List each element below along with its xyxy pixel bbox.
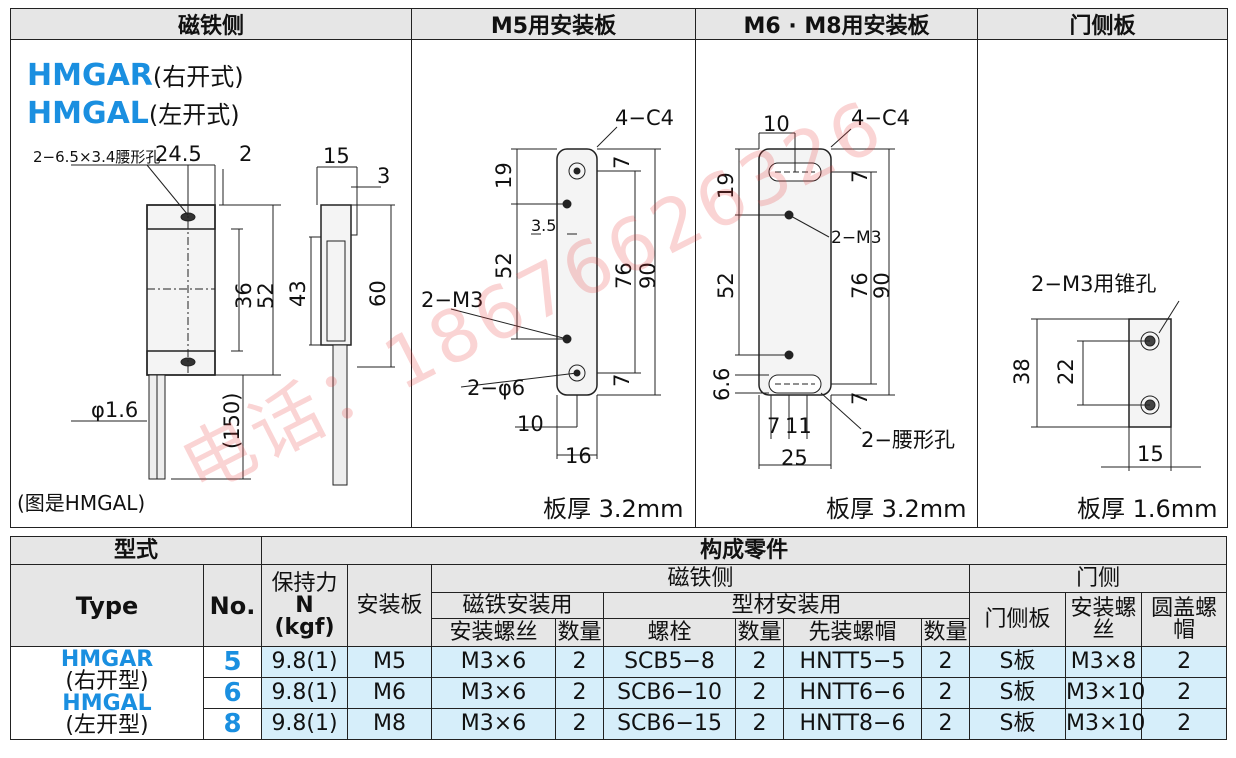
type-cell: HMGAR (右开型) HMGAL (左开型) <box>10 646 204 740</box>
dim-60: 60 <box>366 280 390 307</box>
dim-slot: 2−6.5×3.4腰形孔 <box>33 148 160 166</box>
th-plate: 安装板 <box>347 564 433 647</box>
door-dim-22: 22 <box>1054 358 1078 385</box>
th-magnet-mount: 磁铁安装用 <box>431 592 605 619</box>
m5-thickness: 板厚 3.2mm <box>543 495 684 523</box>
m6-dim-6-6: 6.6 <box>710 368 734 401</box>
th-components: 构成零件 <box>261 536 1228 565</box>
th-cap-nut: 圆盖螺帽 <box>1141 592 1228 647</box>
dim-phi1-6: φ1.6 <box>91 398 138 422</box>
divider <box>977 9 978 527</box>
magnet-caption: (图是HMGAL) <box>17 491 146 515</box>
m6-dim-11: 11 <box>785 414 812 438</box>
th-nut: 先装螺帽 <box>783 618 923 647</box>
m5-plate <box>556 148 598 396</box>
door-m3: 2−M3用锥孔 <box>1031 272 1156 296</box>
divider <box>411 9 412 527</box>
m6-dim-7a: 7 <box>848 170 872 183</box>
dim-3: 3 <box>377 164 390 188</box>
th-qty: 数量 <box>735 618 785 647</box>
m5-dim-10: 10 <box>517 412 544 436</box>
m6-dim-7c: 7 <box>767 414 780 438</box>
m6-dim-90: 90 <box>870 272 894 299</box>
m6-dim-19: 19 <box>714 172 738 199</box>
th-profile-mount: 型材安装用 <box>603 592 971 619</box>
header-m5-plate: M5用安装板 <box>412 9 695 40</box>
m6-plate <box>758 148 832 396</box>
m6-slot: 2−腰形孔 <box>861 428 955 452</box>
door-thickness: 板厚 1.6mm <box>1077 495 1218 523</box>
m6-dim-76: 76 <box>848 272 872 299</box>
cable <box>332 344 348 486</box>
door-dim-38: 38 <box>1010 358 1034 385</box>
m5-dim-7a: 7 <box>610 156 634 169</box>
hole-phi6 <box>568 162 586 180</box>
th-magnet-side: 磁铁侧 <box>431 564 971 593</box>
m5-dim-52: 52 <box>492 252 516 279</box>
th-door-side: 门侧 <box>969 564 1228 593</box>
m5-dim-19: 19 <box>492 162 516 189</box>
m6-thickness: 板厚 3.2mm <box>826 495 967 523</box>
model-left: HMGAL(左开式) <box>27 96 240 131</box>
dim-52: 52 <box>254 282 278 309</box>
th-type-cn: 型式 <box>9 536 263 565</box>
m5-phi6: 2−φ6 <box>467 376 525 400</box>
m6-dim-25: 25 <box>781 446 808 470</box>
m6-m3: 2−M3 <box>831 228 882 248</box>
dim-24-5: 24.5 <box>155 142 202 166</box>
m6-dim-52: 52 <box>714 272 738 299</box>
m6-dim-10: 10 <box>763 112 790 136</box>
dim-2: 2 <box>239 142 252 166</box>
divider <box>695 9 696 527</box>
th-screw: 安装螺丝 <box>431 618 557 647</box>
th-mount-screw: 安装螺丝 <box>1065 592 1143 647</box>
th-type: Type <box>10 564 204 647</box>
magnet-body <box>146 204 216 376</box>
th-bolt: 螺栓 <box>603 618 737 647</box>
technical-drawing: 2−6.5×3.4腰形孔 24.5 2 36 52 φ1.6 (150) 15 … <box>33 106 1201 486</box>
m5-dim-16: 16 <box>565 444 592 468</box>
drawing-panel: 磁铁侧 M5用安装板 M6 · M8用安装板 门侧板 HMGAR(右开式) HM… <box>10 8 1228 528</box>
header-m6m8-plate: M6 · M8用安装板 <box>696 9 977 40</box>
m5-c4: 4−C4 <box>615 106 674 130</box>
th-qty: 数量 <box>921 618 971 647</box>
dim-36: 36 <box>232 282 256 309</box>
dim-15: 15 <box>323 144 350 168</box>
door-dim-15: 15 <box>1137 442 1164 466</box>
header-door-plate: 门侧板 <box>978 9 1227 40</box>
th-no: No. <box>202 564 263 647</box>
hole-phi6 <box>568 364 586 382</box>
m6-dim-7b: 7 <box>848 392 872 405</box>
m5-dim-7b: 7 <box>610 374 634 387</box>
door-plate <box>1128 318 1172 428</box>
m5-dim-3-5: 3.5 <box>531 216 556 235</box>
m5-m3: 2−M3 <box>421 288 483 312</box>
m5-dim-90: 90 <box>636 262 660 289</box>
th-door-plate: 门侧板 <box>969 592 1067 647</box>
magnet-side-view <box>320 204 352 346</box>
dim-150: (150) <box>220 393 244 449</box>
dim-43: 43 <box>286 280 310 307</box>
m6-c4: 4−C4 <box>851 106 910 130</box>
header-magnet-side: 磁铁侧 <box>11 9 411 40</box>
m5-dim-76: 76 <box>612 262 636 289</box>
model-right: HMGAR(右开式) <box>27 58 244 93</box>
th-qty: 数量 <box>555 618 605 647</box>
